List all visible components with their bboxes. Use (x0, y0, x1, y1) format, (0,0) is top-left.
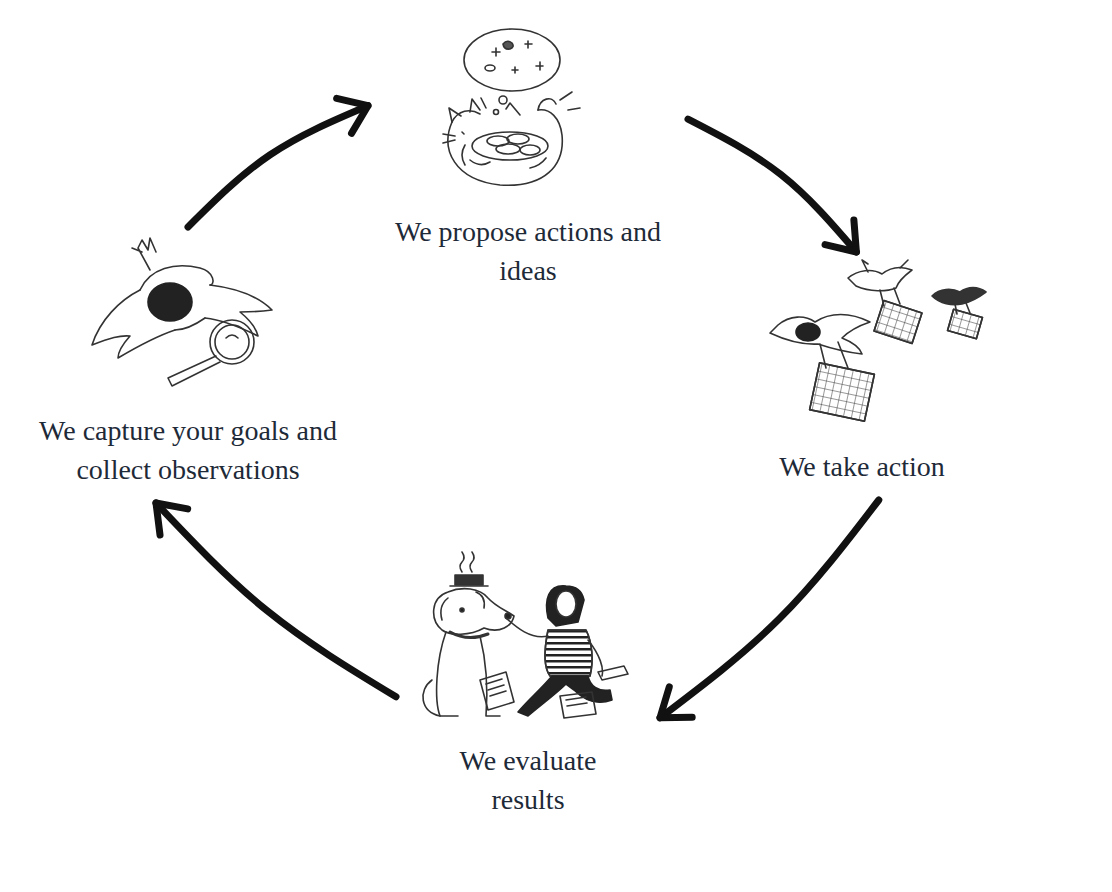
birds-calendars-illustration-part (932, 288, 986, 305)
cat-illustration (443, 29, 580, 185)
illustrations (92, 29, 986, 718)
cat-illustration-part (494, 110, 499, 115)
dog-woman-illustration-part (560, 692, 596, 718)
cat-illustration-part (448, 110, 562, 186)
bird-magnifier-illustration (92, 238, 272, 386)
cycle-arrow (660, 500, 879, 718)
cycle-arrow (156, 503, 396, 697)
cat-illustration-part (452, 111, 480, 122)
cat-illustration-part (449, 99, 480, 122)
dog-woman-illustration-part (480, 672, 514, 710)
cat-illustration-part (481, 98, 520, 115)
cat-illustration-part (443, 132, 464, 143)
dog-woman-illustration-part (545, 630, 592, 676)
stage-node: We take action (722, 262, 1002, 490)
stage-node: We evaluate results (408, 560, 648, 823)
cat-illustration-part (499, 96, 507, 104)
cat-illustration-part (464, 29, 560, 91)
bird-magnifier-illustration-part (168, 356, 220, 386)
birds-calendars-illustration-part (874, 301, 922, 344)
birds-calendars-illustration-part (796, 323, 820, 341)
dog-woman-illustration-part (547, 586, 584, 626)
bird-magnifier-illustration-part (215, 325, 249, 359)
birds-calendars-illustration-part (810, 363, 875, 422)
cat-illustration-part (538, 92, 580, 110)
birds-calendars-illustration-part (810, 363, 875, 422)
bird-magnifier-illustration-part (226, 335, 238, 338)
stage-label: We evaluate results (438, 741, 618, 819)
dog-woman-illustration-part (460, 552, 474, 572)
cat-illustration-part (507, 134, 529, 144)
birds-calendars-illustration (770, 260, 986, 421)
stage-label: We take action (727, 447, 997, 486)
dog-woman-illustration-part (441, 592, 484, 620)
birds-calendars-illustration-part (948, 309, 983, 338)
dog-woman-illustration-part (545, 630, 592, 676)
cat-illustration-part (485, 65, 495, 71)
bird-magnifier-illustration-part (132, 238, 156, 270)
birds-calendars-illustration-part (948, 309, 983, 338)
dog-woman-illustration-part (450, 632, 488, 638)
dog-woman-illustration-part (434, 589, 514, 635)
cycle-arrow (188, 106, 368, 227)
dog-woman-illustration-part (556, 591, 576, 617)
dog-woman-illustration-part (450, 585, 488, 587)
stage-node: We propose actions and ideas (378, 25, 678, 294)
bird-magnifier-illustration-part (210, 320, 254, 364)
birds-calendars-illustration-part (874, 301, 922, 344)
cat-illustration-part (503, 41, 513, 49)
dog-woman-illustration (423, 552, 628, 718)
dog-woman-illustration-part (423, 680, 440, 716)
birds-calendars-illustration-part (848, 267, 912, 290)
cat-illustration-part (520, 145, 540, 155)
birds-calendars-illustration-part (770, 315, 870, 355)
cat-illustration-part (496, 144, 520, 154)
stage-label: We propose actions and ideas (383, 212, 673, 290)
dog-woman-illustration-part (506, 618, 602, 676)
cat-illustration-part (462, 145, 546, 168)
birds-calendars-illustration-part (862, 260, 908, 272)
dog-woman-illustration-part (460, 608, 464, 612)
cat-illustration-part (472, 132, 548, 160)
bird-magnifier-illustration-part (148, 283, 192, 321)
stage-node: We capture your goals and collect observ… (28, 235, 348, 493)
dog-woman-illustration-part (598, 666, 628, 680)
dog-woman-illustration-part (455, 575, 483, 585)
stage-label: We capture your goals and collect observ… (33, 411, 343, 489)
cycle-arrow (688, 119, 856, 252)
cat-illustration-part (492, 41, 543, 73)
dog-woman-illustration-part (437, 632, 500, 716)
